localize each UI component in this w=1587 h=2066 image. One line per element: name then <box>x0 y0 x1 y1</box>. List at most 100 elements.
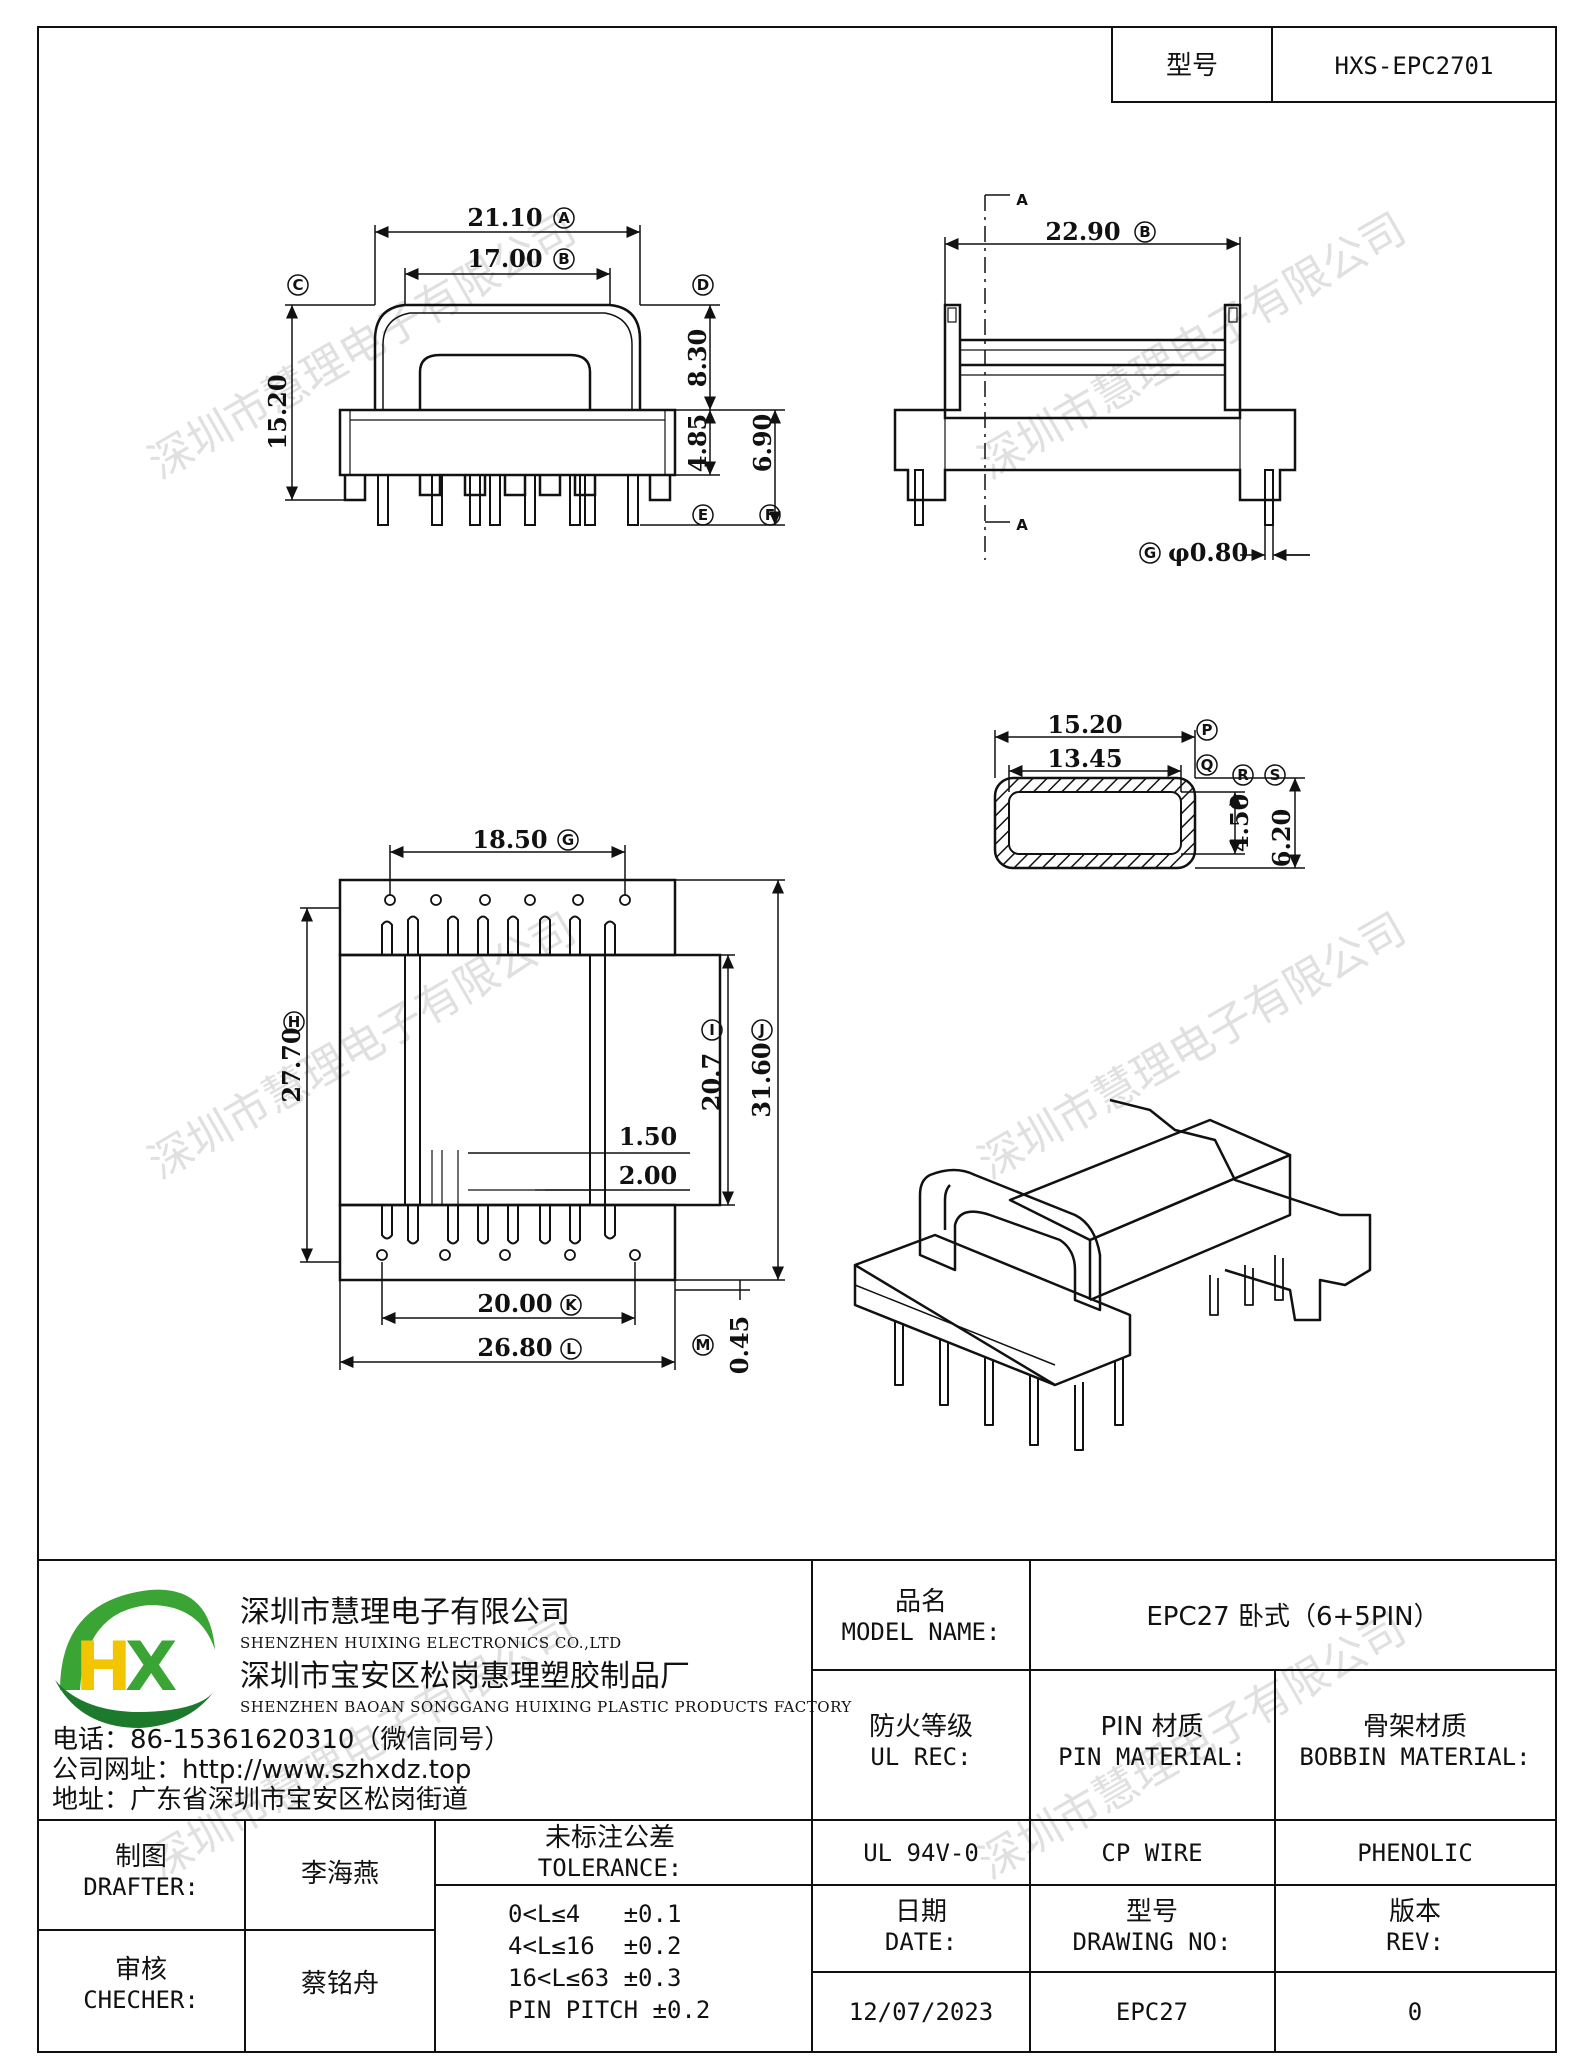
company-info: 深圳市慧理电子有限公司 SHENZHEN HUIXING ELECTRONICS… <box>52 1595 852 1815</box>
section-dimensions <box>994 730 1305 869</box>
company-name-cn: 深圳市慧理电子有限公司 <box>240 1595 570 1630</box>
dim-tag: M <box>696 1336 711 1354</box>
dim-tag: H <box>288 1013 301 1031</box>
svg-text:X: X <box>125 1628 177 1707</box>
dim-tag: P <box>1202 721 1213 739</box>
date-label-en: DATE: <box>885 1928 957 1956</box>
model-name-value: EPC27 卧式（6+5PIN） <box>1146 1602 1439 1632</box>
dim-label: 6.20 <box>1267 809 1296 867</box>
ul-value: UL 94V-0 <box>863 1839 979 1867</box>
company-logo: H X <box>55 1589 215 1728</box>
section-view <box>993 776 1197 870</box>
dim-tag: E <box>698 506 708 524</box>
bobbin-material-label-cn: 骨架材质 <box>1363 1712 1467 1742</box>
dim-label: 21.10 <box>467 203 542 232</box>
dim-tag: G <box>562 831 574 849</box>
rev-label-cn: 版本 <box>1389 1897 1441 1927</box>
dim-tag: D <box>697 276 709 294</box>
pin-material-label-cn: PIN 材质 <box>1100 1712 1203 1742</box>
tolerance-label-en: TOLERANCE: <box>538 1854 683 1882</box>
bobbin-material-value: PHENOLIC <box>1357 1839 1473 1867</box>
checker-name: 蔡铭舟 <box>301 1969 379 1999</box>
tolerance-row: 16<L≤63 ±0.3 <box>508 1964 681 1992</box>
side-view-labels: 22.90 B A A G φ0.80 <box>1016 191 1248 567</box>
logo-letters: H <box>75 1628 132 1707</box>
tolerance-row: 0<L≤4 ±0.1 <box>508 1900 681 1928</box>
factory-name-cn: 深圳市宝安区松岗惠理塑胶制品厂 <box>240 1659 690 1694</box>
dim-label: 26.80 <box>477 1333 552 1362</box>
dim-tag: A <box>558 209 570 227</box>
title-block-grid <box>38 1559 1556 2052</box>
dim-label: 15.20 <box>1047 710 1122 739</box>
dim-label: 20.00 <box>477 1289 552 1318</box>
dim-label: 2.00 <box>619 1161 677 1190</box>
company-address: 地址：广东省深圳市宝安区松岗街道 <box>52 1785 468 1815</box>
dim-tag: F <box>765 506 775 524</box>
bottom-view-labels: 18.50 G 27.70 H 20.7 I 31.60 J 1.50 2.00… <box>277 825 776 1374</box>
section-mark-top: A <box>1016 191 1028 209</box>
dim-label: φ0.80 <box>1168 538 1248 567</box>
dim-label: 18.50 <box>472 825 547 854</box>
drafter-label-cn: 制图 <box>115 1842 167 1872</box>
dim-label: 22.90 <box>1045 217 1120 246</box>
company-name-en: SHENZHEN HUIXING ELECTRONICS CO.,LTD <box>240 1634 622 1652</box>
dim-tag: B <box>558 250 569 268</box>
dim-label: 20.7 <box>697 1053 726 1111</box>
ul-label-cn: 防火等级 <box>869 1712 973 1742</box>
rev-label-en: REV: <box>1386 1928 1444 1956</box>
factory-name-en: SHENZHEN BAOAN SONGGANG HUIXING PLASTIC … <box>240 1698 852 1716</box>
drawing-no-value: EPC27 <box>1116 1998 1188 2026</box>
dim-label: 6.90 <box>748 414 777 472</box>
isometric-view <box>853 1098 1372 1451</box>
bobbin-material-label-en: BOBBIN MATERIAL: <box>1299 1743 1530 1771</box>
side-view <box>893 303 1297 526</box>
bottom-view <box>338 878 722 1282</box>
company-phone: 电话：86-15361620310（微信同号） <box>52 1725 510 1755</box>
ul-label-en: UL REC: <box>870 1743 971 1771</box>
drawing-no-label-cn: 型号 <box>1126 1897 1178 1927</box>
header-model-label: 型号 <box>1166 51 1218 81</box>
model-name-label-cn: 品名 <box>895 1587 947 1617</box>
dim-tag: K <box>565 1296 578 1314</box>
dim-label: 4.50 <box>1225 794 1254 852</box>
dim-label: 17.00 <box>467 244 542 273</box>
front-view-labels: 21.10 A 17.00 B C 15.20 D 8.30 4.85 6.90… <box>263 203 781 526</box>
dim-tag: S <box>1270 766 1281 784</box>
front-view-dimensions <box>285 225 785 526</box>
checker-label-en: CHECHER: <box>83 1986 199 2014</box>
dim-tag: B <box>1139 223 1150 241</box>
title-block-text: 品名 MODEL NAME: EPC27 卧式（6+5PIN） 防火等级 UL … <box>83 1587 1530 2026</box>
drafter-label-en: DRAFTER: <box>83 1873 199 1901</box>
company-website: 公司网址：http://www.szhxdz.top <box>52 1755 471 1785</box>
header-model-box: 型号 HXS-EPC2701 <box>1111 26 1557 103</box>
date-label-cn: 日期 <box>895 1897 947 1927</box>
dim-tag: I <box>709 1021 715 1039</box>
front-view <box>338 303 677 526</box>
pin-material-value: CP WIRE <box>1101 1839 1202 1867</box>
dim-label: 4.85 <box>683 414 712 472</box>
dim-label: 0.45 <box>725 1316 754 1374</box>
section-labels: 15.20 P 13.45 Q R S 4.50 6.20 <box>1047 710 1296 867</box>
section-mark-bottom: A <box>1016 516 1028 534</box>
tolerance-row: 4<L≤16 ±0.2 <box>508 1932 681 1960</box>
model-name-label-en: MODEL NAME: <box>842 1618 1001 1646</box>
dim-label: 13.45 <box>1047 744 1122 773</box>
date-value: 12/07/2023 <box>849 1998 994 2026</box>
dim-tag: R <box>1237 766 1249 784</box>
dim-label: 8.30 <box>683 329 712 387</box>
dim-label: 27.70 <box>277 1027 306 1102</box>
watermark: 深圳市慧理电子有限公司 <box>970 203 1415 489</box>
bottom-view-dimensions <box>300 845 785 1370</box>
drafter-name: 李海燕 <box>301 1859 379 1889</box>
rev-value: 0 <box>1408 1998 1422 2026</box>
dim-label: 31.60 <box>747 1042 776 1117</box>
pin-material-label-en: PIN MATERIAL: <box>1058 1743 1246 1771</box>
dim-tag: G <box>1144 544 1156 562</box>
watermark: 深圳市慧理电子有限公司 <box>970 903 1415 1189</box>
header-model-value: HXS-EPC2701 <box>1335 52 1494 80</box>
dim-tag: Q <box>1201 756 1214 774</box>
dim-tag: C <box>292 276 303 294</box>
dim-tag: J <box>758 1021 765 1039</box>
drawing-no-label-en: DRAWING NO: <box>1073 1928 1232 1956</box>
